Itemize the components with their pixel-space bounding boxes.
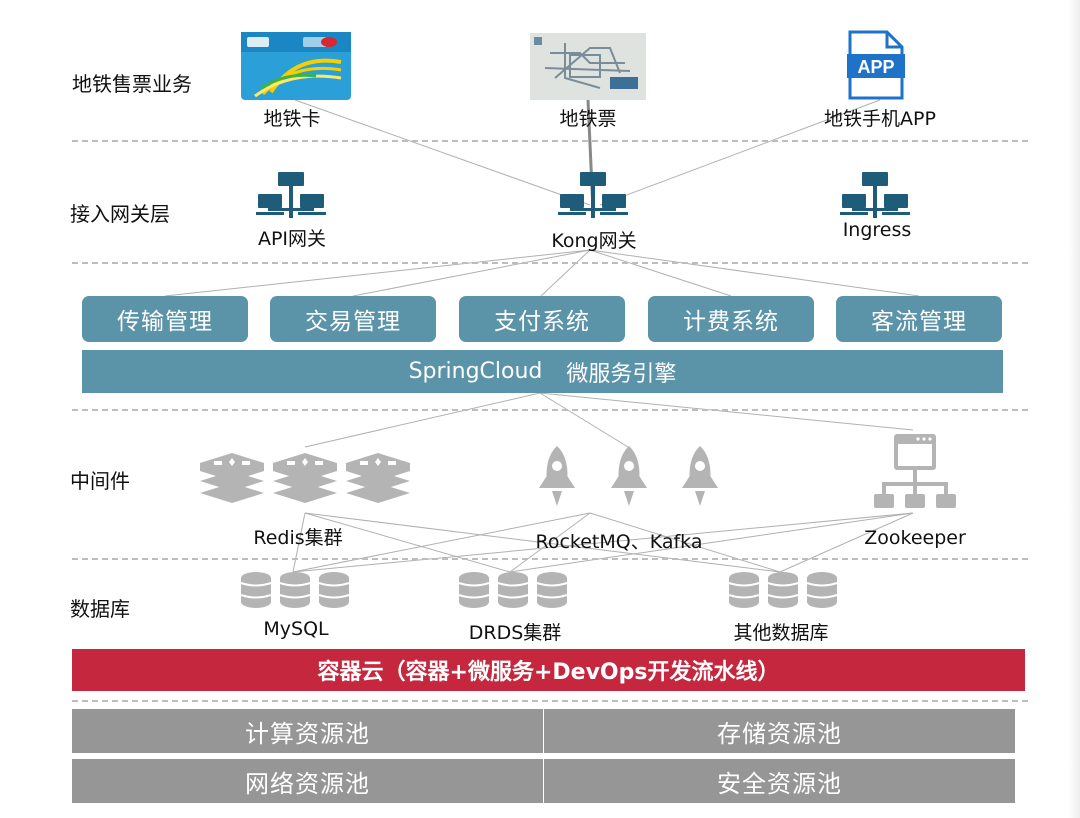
engine-name: SpringCloud [408,359,543,384]
database-cylinders-icon [458,572,568,608]
pool-storage: 存储资源池 [544,709,1015,753]
database-cylinders-icon [728,572,838,608]
caption-drds-cluster: DRDS集群 [468,622,562,644]
caption-rocketmq-kafka: RocketMQ、Kafka [535,531,703,553]
caption-metro-card: 地铁卡 [263,108,321,130]
caption-zookeeper: Zookeeper [864,527,966,549]
caption-redis-cluster: Redis集群 [253,527,343,549]
divider-3 [72,409,1028,411]
service-passenger-flow: 客流管理 [836,296,1002,342]
layer-label-middleware: 中间件 [70,469,130,493]
rocket-icon [682,446,718,506]
rocket-icon [539,446,575,506]
container-cloud-bar: 容器云（容器+微服务+DevOps开发流水线） [72,649,1025,691]
divider-1 [72,140,1028,142]
app-badge-text: APP [857,57,894,77]
caption-api-gateway: API网关 [257,228,327,250]
service-transmission: 传输管理 [82,296,248,342]
metro-card-icon [241,32,351,100]
app-file-icon: APP [847,30,905,100]
pool-security: 安全资源池 [544,759,1015,803]
api-gateway-network-icon [256,172,326,218]
database-cylinders-icon [240,572,350,608]
page-edge-shadow [1068,0,1080,818]
caption-metro-app: 地铁手机APP [824,108,936,130]
pool-network: 网络资源池 [72,759,543,803]
caption-metro-ticket: 地铁票 [559,108,617,130]
caption-ingress: Ingress [842,219,912,241]
service-billing: 计费系统 [648,296,814,342]
divider-5 [72,700,1028,702]
rocket-icon [611,446,647,506]
service-transaction: 交易管理 [270,296,436,342]
caption-other-databases: 其他数据库 [733,622,829,644]
caption-kong-gateway: Kong网关 [551,230,637,252]
engine-label: 微服务引擎 [566,361,677,387]
divider-2 [72,262,1028,264]
redis-stack-icon [346,453,410,503]
metro-ticket-icon [530,33,646,100]
layer-label-gateway: 接入网关层 [70,202,170,226]
redis-stack-icon [200,453,264,503]
redis-stack-icon [273,453,337,503]
divider-4 [72,558,1028,560]
service-payment: 支付系统 [459,296,625,342]
pool-compute: 计算资源池 [72,709,543,753]
kong-gateway-network-icon [558,172,628,218]
layer-label-ticketing: 地铁售票业务 [72,72,192,96]
ingress-network-icon [840,172,910,218]
microservice-engine-bar: SpringCloud 微服务引擎 [82,350,1003,393]
zookeeper-hierarchy-icon [874,434,956,508]
layer-label-database: 数据库 [70,597,130,621]
caption-mysql: MySQL [263,618,329,640]
